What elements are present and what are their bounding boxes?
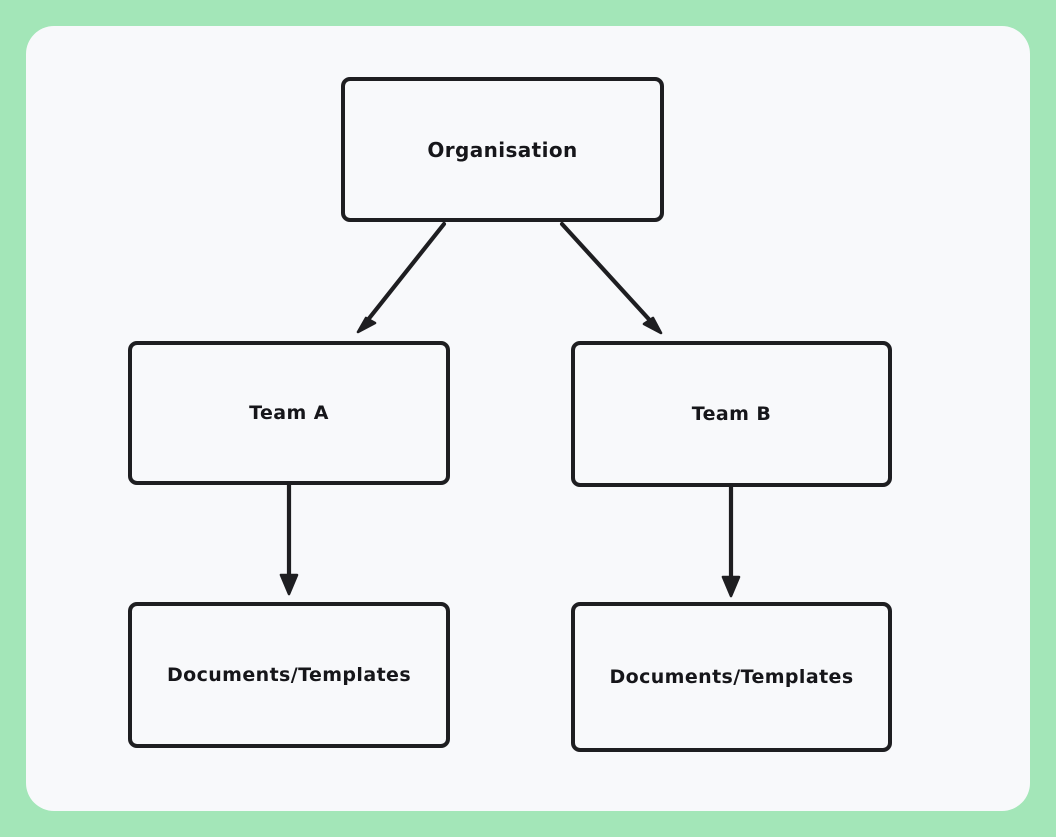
edge-org-to-team-b xyxy=(559,221,663,335)
edge-org-to-team-a xyxy=(356,221,447,334)
node-team-b[interactable]: Team B xyxy=(571,341,892,487)
node-documents-templates-b[interactable]: Documents/Templates xyxy=(571,602,892,752)
node-label-documents-templates-b: Documents/Templates xyxy=(609,665,854,688)
edge-team-a-to-docs-a xyxy=(279,482,299,596)
node-label-team-b: Team B xyxy=(691,402,772,425)
node-team-a[interactable]: Team A xyxy=(128,341,450,485)
node-label-documents-templates-a: Documents/Templates xyxy=(166,663,412,686)
node-label-team-a: Team A xyxy=(249,401,329,424)
node-organisation[interactable]: Organisation xyxy=(341,77,664,222)
node-documents-templates-a[interactable]: Documents/Templates xyxy=(128,602,450,748)
edge-team-b-to-docs-b xyxy=(721,484,741,598)
node-label-organisation: Organisation xyxy=(427,137,578,162)
